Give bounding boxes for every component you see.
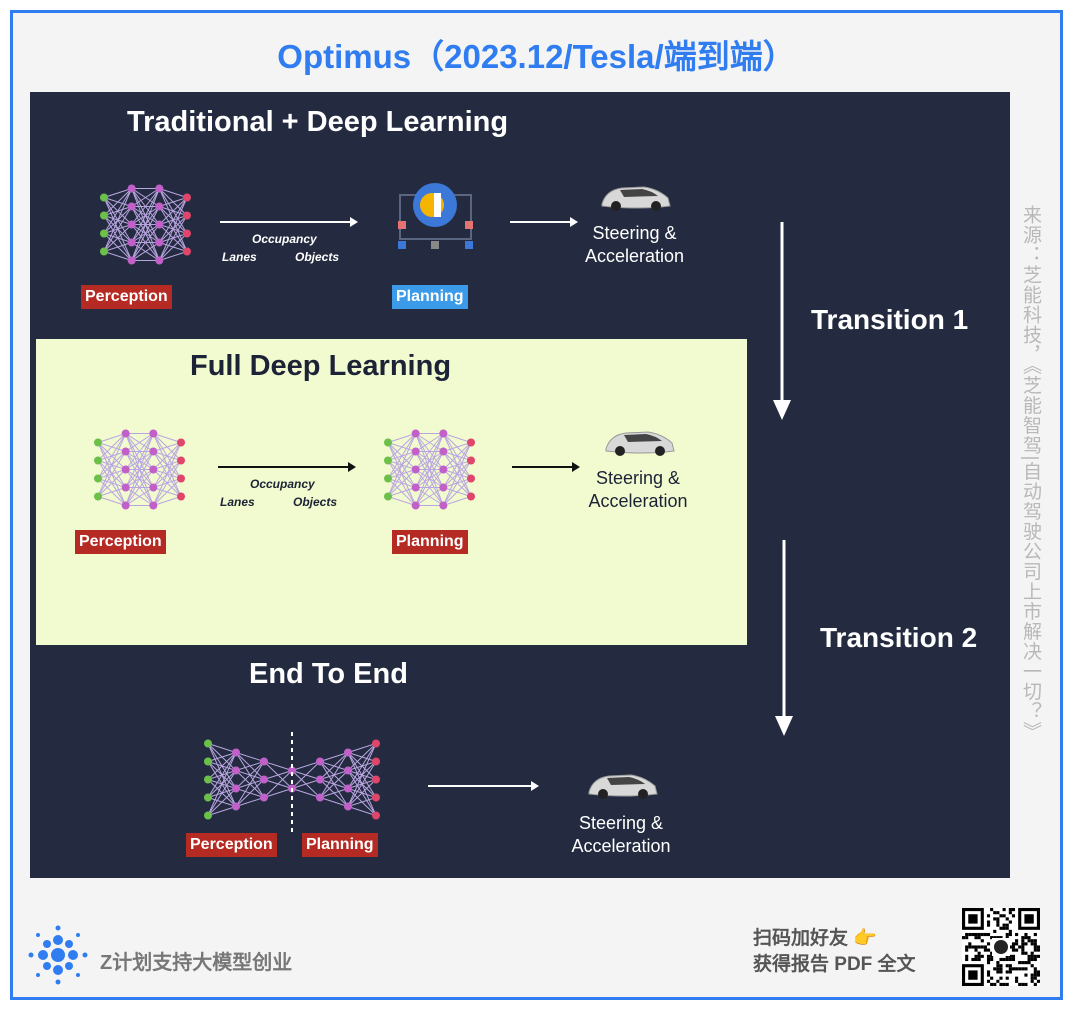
car-icon	[605, 431, 675, 456]
section-title-traditional: Traditional + Deep Learning	[127, 106, 509, 138]
planning-robot-icon	[398, 183, 473, 249]
steering-text: Steering &Acceleration	[588, 468, 688, 511]
car-icon	[601, 186, 671, 211]
objects-text: Objects	[293, 495, 338, 509]
end-to-end-network-icon	[204, 732, 380, 832]
planning-label: Planning	[392, 530, 468, 554]
perception-label: Perception	[75, 530, 166, 554]
steering-text: Steering &Acceleration	[584, 223, 685, 266]
lanes-text: Lanes	[220, 495, 255, 509]
objects-text: Objects	[295, 250, 340, 264]
perception-label: Perception	[81, 285, 172, 309]
qr-code-icon[interactable]	[962, 908, 1040, 986]
z-plan-logo-icon	[28, 925, 88, 985]
qr-call-to-action: 扫码加好友 👉获得报告 PDF 全文	[753, 928, 916, 975]
source-note: 来源：芝能科技，《芝能智驾|自动驾驶公司上市解决一切？》	[1020, 205, 1041, 742]
brand-text: Z计划支持大模型创业	[100, 952, 293, 974]
lanes-text: Lanes	[222, 250, 257, 264]
perception-network-icon	[100, 184, 191, 265]
full-deep-learning-highlight	[36, 339, 747, 645]
perception-label: Perception	[186, 833, 277, 857]
transition-1-arrow-icon	[773, 222, 791, 420]
transition-2-arrow-icon	[775, 540, 793, 736]
car-icon	[588, 774, 658, 799]
arrow-icon	[510, 217, 578, 227]
planning-label: Planning	[392, 285, 468, 309]
section-title-full-deep: Full Deep Learning	[190, 350, 452, 382]
arrow-icon	[218, 462, 356, 472]
arrow-icon	[220, 217, 358, 227]
perception-network-icon	[94, 429, 185, 510]
planning-label: Planning	[302, 833, 378, 857]
steering-text: Steering &Acceleration	[571, 813, 671, 856]
planning-network-icon	[384, 429, 475, 510]
transition-1-label: Transition 1	[811, 304, 969, 335]
arrow-icon	[512, 462, 580, 472]
slide-panel: Traditional + Deep Learning Perception O…	[30, 92, 1010, 878]
occupancy-text: Occupancy	[252, 232, 317, 246]
occupancy-text: Occupancy	[250, 477, 315, 491]
section-title-end-to-end: End To End	[249, 658, 408, 690]
page-title: Optimus（2023.12/Tesla/端到端）	[277, 38, 796, 75]
transition-2-label: Transition 2	[820, 622, 978, 653]
arrow-icon	[428, 781, 539, 791]
